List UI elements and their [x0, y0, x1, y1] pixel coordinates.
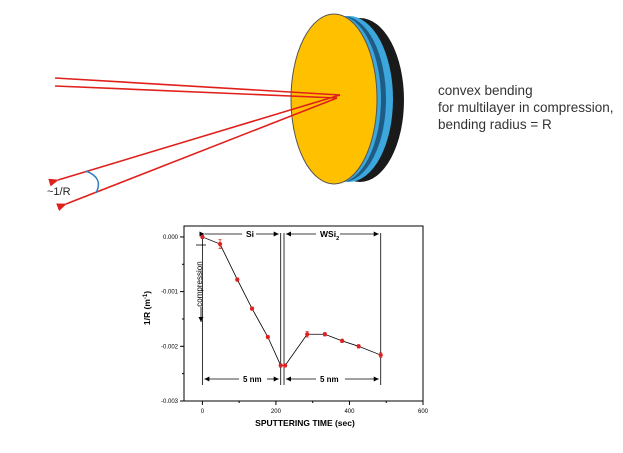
multilayer-disc: [290, 13, 404, 185]
region-label-si: Si: [246, 229, 254, 239]
incident-beam-1: [54, 77, 341, 96]
data-points: [200, 234, 383, 368]
compression-label: compression: [195, 261, 204, 306]
data-point-2: [235, 277, 240, 282]
data-point-5: [278, 363, 283, 368]
curvature-chart: 0 200 400 600 0.000 -0.001 -0.002 -0.003 SPUTT…: [142, 225, 429, 428]
beam-paths: [48, 77, 341, 212]
reflected-beam-1: [48, 94, 341, 187]
plot-frame: [183, 225, 424, 402]
x-tick-label-2: 400: [344, 409, 355, 415]
y-axis-ticks: 0.000 -0.001 -0.002 -0.003: [161, 235, 184, 405]
data-point-0: [200, 234, 205, 240]
description-line-3: bending radius = R: [438, 117, 552, 132]
region-label-wsi: WSi2: [320, 229, 339, 242]
data-point-4: [265, 334, 270, 340]
y-tick-label-1: -0.001: [161, 290, 179, 296]
x-tick-label-0: 0: [201, 409, 205, 415]
data-point-9: [340, 338, 345, 343]
y-axis-label: 1/R (m-1): [142, 291, 152, 325]
beam-label: ~1/R: [47, 186, 71, 198]
x-axis-label: SPUTTERING TIME (sec): [255, 418, 355, 428]
reflected-beam-2: [56, 97, 338, 212]
error-bars: [200, 234, 383, 368]
y-axis-label-close: ): [142, 291, 152, 294]
data-point-8: [322, 332, 327, 337]
angle-arc: [85, 170, 100, 194]
region-label-wsi-main: WSi: [320, 229, 336, 239]
data-point-6: [283, 363, 288, 368]
thickness-label-2: 5 nm: [320, 375, 339, 384]
x-axis-ticks: 0 200 400 600: [201, 401, 429, 415]
y-axis-label-main: 1/R (m: [142, 299, 152, 325]
data-point-1: [217, 241, 223, 247]
y-tick-label-3: -0.003: [161, 399, 179, 405]
x-tick-label-3: 600: [418, 409, 429, 415]
bending-description: convex bending for multilayer in compres…: [438, 82, 614, 133]
y-tick-label-2: -0.002: [161, 344, 179, 350]
region-label-wsi-sub: 2: [336, 236, 339, 242]
description-line-2: for multilayer in compression,: [438, 100, 614, 115]
data-point-10: [356, 344, 361, 349]
incident-beam-2: [54, 85, 338, 99]
series-line: [202, 236, 381, 366]
x-tick-label-1: 200: [271, 409, 282, 415]
region-guides: [196, 231, 382, 385]
thickness-label-1: 5 nm: [243, 375, 262, 384]
data-point-3: [249, 306, 255, 311]
data-point-11: [378, 352, 383, 358]
y-axis-label-sup: -1: [143, 293, 149, 299]
data-point-7: [305, 332, 310, 337]
description-line-1: convex bending: [438, 83, 533, 98]
y-tick-label-0: 0.000: [163, 235, 179, 241]
